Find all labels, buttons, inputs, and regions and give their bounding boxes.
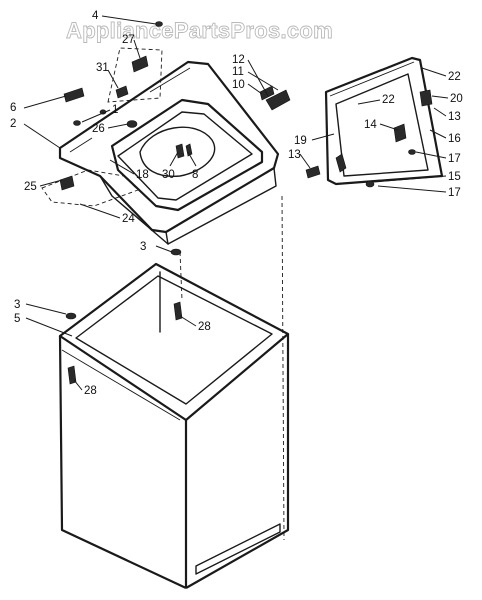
part-label-6: 6 [10, 102, 16, 114]
part-label-5: 5 [14, 313, 20, 325]
part-label-27: 27 [122, 34, 135, 46]
part-label-16: 16 [448, 133, 461, 145]
part-label-2: 2 [10, 118, 16, 130]
part-label-30: 30 [162, 169, 175, 181]
part-labels: 4 27 31 1 6 2 26 25 18 30 8 24 12 11 10 … [10, 10, 463, 397]
part-label-26: 26 [92, 123, 105, 135]
part-label-3-upper: 3 [140, 241, 146, 253]
part-label-25: 25 [24, 181, 37, 193]
part-label-22-top: 22 [448, 71, 461, 83]
part-label-14: 14 [364, 119, 377, 131]
watermark-text: AppliancePartsPros.com [66, 18, 333, 43]
part-label-4: 4 [92, 10, 99, 22]
part-label-13-left: 13 [288, 149, 301, 161]
cabinet [58, 248, 290, 589]
part-label-17-upper: 17 [448, 153, 461, 165]
part-label-13-right: 13 [448, 111, 461, 123]
part-label-17-lower: 17 [448, 187, 461, 199]
part-label-8: 8 [192, 169, 198, 181]
part-label-28-upper: 28 [198, 321, 211, 333]
part-label-3-lower: 3 [14, 299, 20, 311]
part-label-11: 11 [232, 66, 244, 78]
part-label-24: 24 [122, 213, 135, 225]
part-label-1: 1 [112, 104, 118, 116]
top-hardware [59, 21, 291, 191]
part-label-12: 12 [232, 54, 245, 66]
part-label-15: 15 [448, 171, 461, 183]
part-label-22-inner: 22 [382, 94, 395, 106]
part-label-10: 10 [232, 79, 245, 91]
top-cover-assembly [58, 60, 280, 245]
part-label-28-lower: 28 [84, 385, 97, 397]
part-label-20: 20 [450, 93, 463, 105]
part-label-19: 19 [294, 135, 307, 147]
part-label-31: 31 [96, 62, 109, 74]
leader-lines [23, 15, 449, 391]
part-label-18: 18 [136, 169, 149, 181]
